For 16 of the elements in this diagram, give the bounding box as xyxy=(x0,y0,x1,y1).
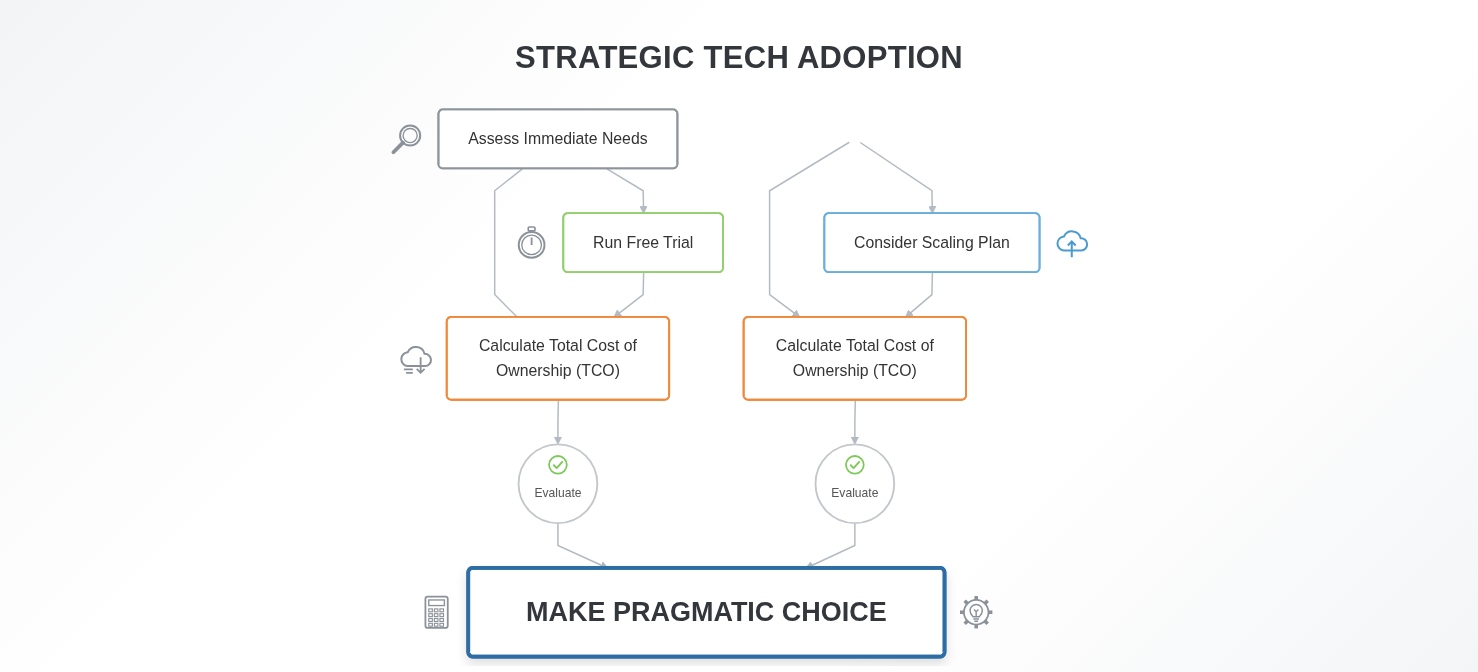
process-box: Calculate Total Cost of Ownership (TCO) xyxy=(445,315,671,401)
result-box: MAKE PRAGMATIC CHOICE xyxy=(466,565,947,659)
arrow xyxy=(850,399,859,445)
process-box: Assess Immediate Needs xyxy=(437,108,679,170)
arrow xyxy=(859,141,937,214)
process-box: Run Free Trial xyxy=(562,212,724,274)
step-circle: Evaluate xyxy=(814,443,896,525)
arrow xyxy=(553,399,562,445)
process-box: Calculate Total Cost of Ownership (TCO) xyxy=(742,315,967,401)
arrow xyxy=(768,141,851,318)
arrow xyxy=(613,271,645,318)
arrow xyxy=(606,168,648,214)
process-box: Consider Scaling Plan xyxy=(823,212,1041,274)
step-circle: Evaluate xyxy=(517,443,599,525)
arrow xyxy=(905,271,934,318)
diagram-title: STRATEGIC TECH ADOPTION xyxy=(515,40,963,76)
